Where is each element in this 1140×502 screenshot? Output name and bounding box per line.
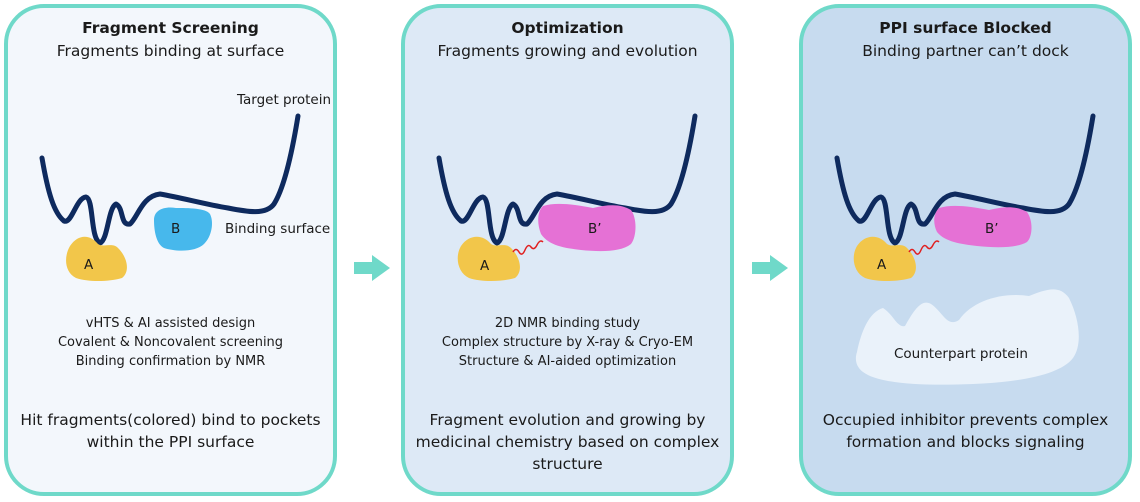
arrow-right-icon: [354, 255, 390, 281]
method-item: Complex structure by X-ray & Cryo-EM: [441, 335, 694, 350]
method-item: Covalent & Noncovalent screening: [57, 335, 284, 350]
methods-list: vHTS & AI assisted design Covalent & Non…: [8, 314, 333, 371]
fragment-a-label: A: [84, 257, 94, 273]
counterpart-protein-label: Counterpart protein: [894, 346, 1028, 362]
methods-list: 2D NMR binding study Complex structure b…: [405, 314, 730, 371]
fragment-a-label: A: [480, 258, 490, 274]
target-protein-label: Target protein: [237, 92, 332, 108]
target-protein-surface: [39, 113, 301, 246]
method-item: 2D NMR binding study: [494, 316, 641, 331]
fragment-b-label: B: [171, 221, 181, 237]
method-item: Structure & AI-aided optimization: [458, 354, 677, 369]
fragment-a-shape: [457, 236, 520, 281]
fragment-b-grown-shape: [538, 203, 636, 252]
panel-summary: Hit fragments(colored) bind to pockets w…: [20, 411, 321, 451]
arrow-right-icon: [752, 255, 788, 281]
panel-title: Optimization: [511, 19, 624, 37]
panel-optimization: Optimization Fragments growing and evolu…: [401, 4, 734, 496]
chemical-linker: [908, 240, 940, 255]
fragment-b-label: B’: [985, 221, 999, 237]
optimization-diagram: [436, 113, 698, 281]
panel-subtitle: Binding partner can’t dock: [862, 42, 1069, 60]
panel-fragment-screening: Fragment Screening Fragments binding at …: [4, 4, 337, 496]
fragment-b-label: B’: [588, 221, 602, 237]
fragment-a-shape: [66, 236, 127, 281]
panel-ppi-surface-blocked: PPI surface Blocked Binding partner can’…: [799, 4, 1132, 496]
fragment-b-grown-shape: [934, 205, 1032, 248]
ppi-blocked-diagram: [834, 113, 1096, 385]
target-protein-surface: [834, 113, 1096, 246]
panel-title: Fragment Screening: [82, 19, 259, 37]
fragment-screening-diagram: [39, 113, 301, 281]
chemical-linker: [512, 240, 544, 255]
fragment-b-shape: [154, 207, 212, 251]
counterpart-protein-shape: [855, 289, 1079, 385]
panel-subtitle: Fragments binding at surface: [56, 42, 285, 60]
method-item: Binding confirmation by NMR: [75, 354, 266, 369]
panel-summary: Fragment evolution and growing by medici…: [415, 411, 720, 473]
fragment-a-label: A: [877, 257, 887, 273]
binding-surface-label: Binding surface: [225, 221, 331, 237]
panel-subtitle: Fragments growing and evolution: [437, 42, 698, 60]
target-protein-surface: [436, 113, 698, 246]
method-item: vHTS & AI assisted design: [85, 316, 256, 331]
panel-summary: Occupied inhibitor prevents complex form…: [822, 411, 1109, 451]
panel-title: PPI surface Blocked: [879, 19, 1052, 37]
fragment-a-shape: [853, 236, 916, 281]
